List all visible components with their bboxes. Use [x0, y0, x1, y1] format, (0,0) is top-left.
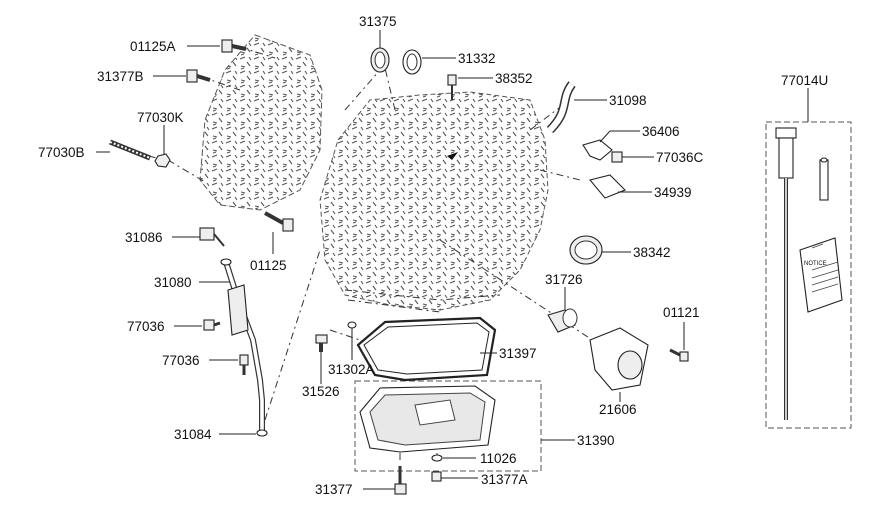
label-31084: 31084 [174, 427, 212, 442]
drain-plug-31377 [394, 466, 407, 495]
label-38352: 38352 [495, 71, 533, 86]
label-01125: 01125 [250, 258, 287, 273]
bolt-01125A [221, 39, 247, 53]
converter-housing [199, 34, 323, 211]
bushing-31726 [547, 308, 578, 333]
label-11026: 11026 [480, 451, 517, 466]
label-77036-upper: 77036 [127, 319, 165, 334]
washer-11026 [431, 454, 443, 462]
oil-seal-38342 [569, 235, 603, 265]
transmission-case [319, 91, 549, 313]
label-31397: 31397 [499, 346, 537, 361]
bracket-34939 [589, 174, 626, 199]
label-01125A: 01125A [130, 39, 176, 54]
leader-lines [96, 30, 809, 490]
label-77030B: 77030B [38, 145, 85, 160]
sensor-31086 [199, 227, 225, 247]
part-labels: 01125A 31377B 77030K 77030B 01125 31086 … [38, 14, 828, 497]
label-31377A: 31377A [481, 472, 528, 487]
label-31332: 31332 [458, 51, 496, 66]
drain-plug-31377A [431, 471, 442, 482]
label-38342: 38342 [633, 245, 671, 260]
label-36406: 36406 [642, 124, 680, 139]
oil-pan [354, 380, 542, 472]
pan-gasket [356, 316, 497, 382]
label-31390: 31390 [577, 433, 615, 448]
label-34939: 34939 [654, 185, 692, 200]
label-31375: 31375 [359, 14, 397, 29]
label-77014U: 77014U [781, 73, 828, 88]
plug-31526 [315, 334, 328, 352]
label-31726: 31726 [545, 272, 583, 287]
bolt-01121 [669, 348, 689, 362]
bracket-36406 [582, 139, 613, 161]
solenoid-21606 [589, 327, 649, 391]
bolt-77036C [611, 151, 623, 163]
bolt-77036-upper [203, 319, 221, 331]
seal-31332 [402, 49, 422, 75]
label-31377: 31377 [315, 482, 353, 497]
dipstick-assembly: NOTICE [765, 121, 852, 429]
bolt-77036-lower [239, 354, 249, 375]
label-77036C: 77036C [656, 150, 704, 165]
label-21606: 21606 [599, 402, 637, 417]
washer-31302A [347, 321, 357, 329]
label-31086: 31086 [125, 230, 163, 245]
label-77030K: 77030K [137, 110, 184, 125]
label-31080: 31080 [154, 275, 192, 290]
label-31098: 31098 [609, 93, 647, 108]
label-31526: 31526 [302, 384, 340, 399]
nut-77030K [154, 153, 171, 168]
label-01121: 01121 [663, 305, 700, 320]
label-77036-lower: 77036 [162, 353, 200, 368]
hose-31098 [546, 81, 576, 134]
oil-seal-31375 [370, 47, 390, 73]
bolt-31377B [186, 69, 211, 83]
dipstick-tube [220, 258, 268, 437]
label-31377B: 31377B [97, 69, 144, 84]
bolt-01125 [264, 211, 294, 232]
label-31302A: 31302A [328, 362, 375, 377]
breather-38352 [447, 74, 457, 100]
stud-77030B [109, 139, 151, 161]
notice-booklet-text: NOTICE [804, 261, 827, 267]
